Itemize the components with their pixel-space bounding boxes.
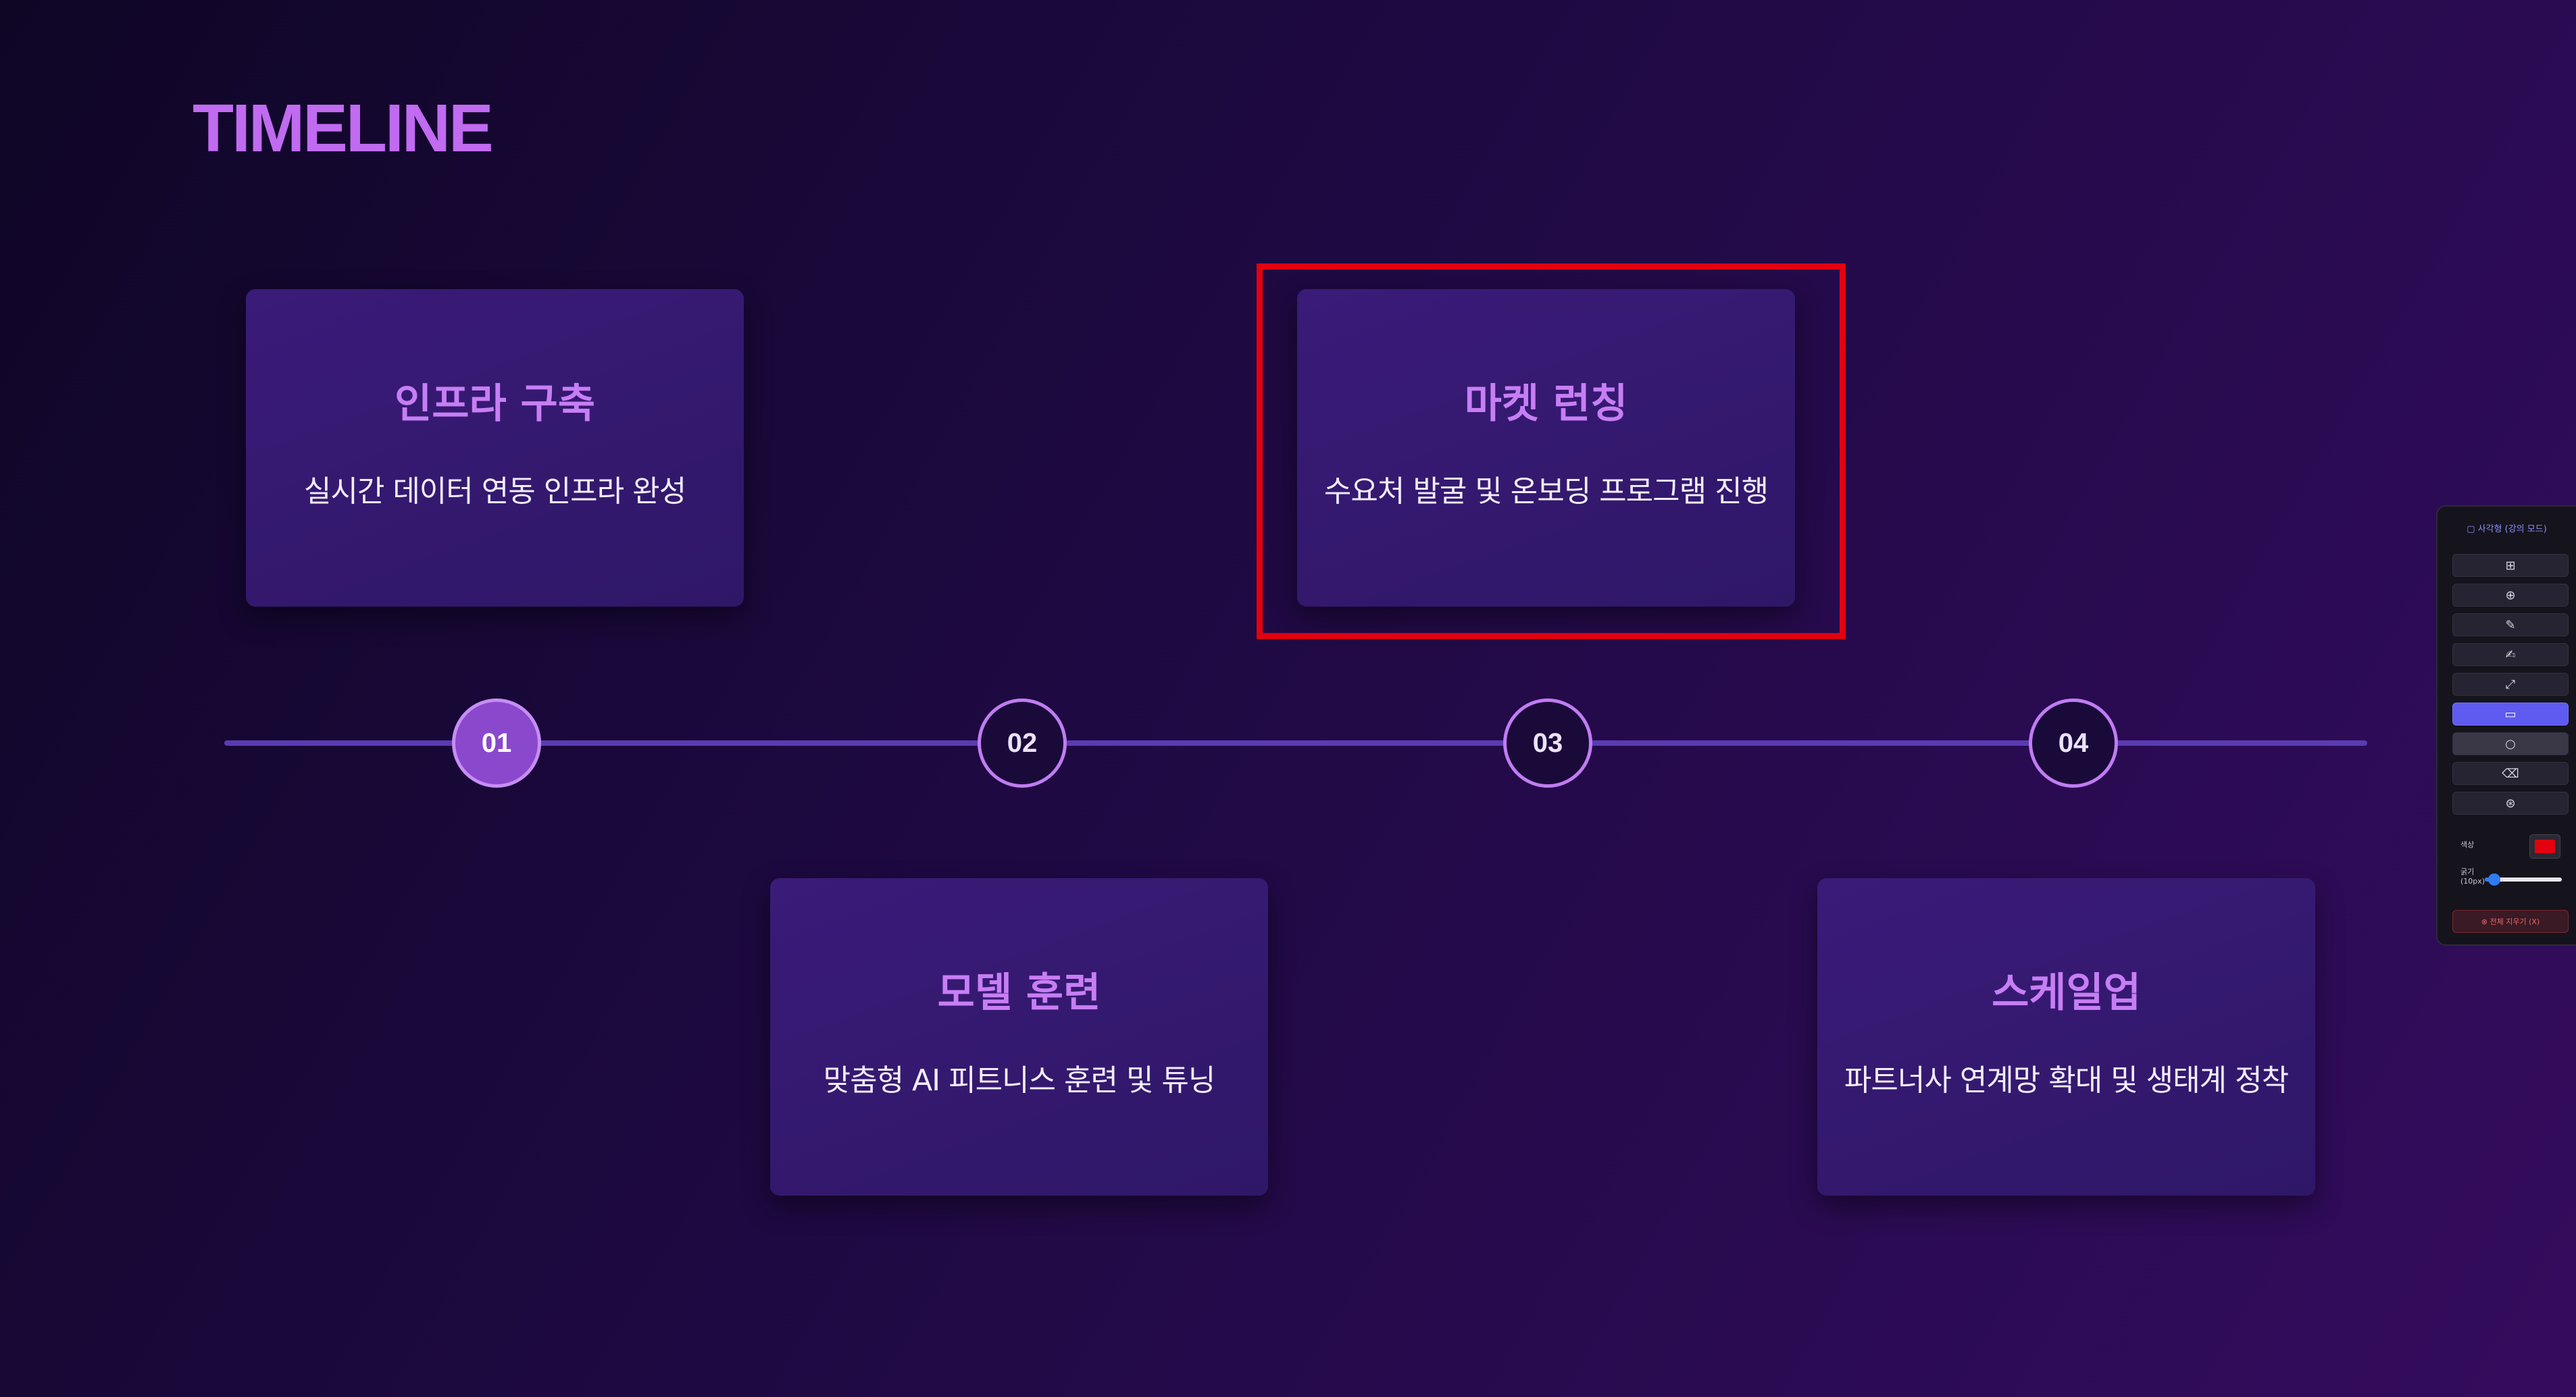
card-title: 모델 훈련	[937, 969, 1101, 1017]
stroke-width-slider[interactable]	[2485, 873, 2562, 886]
eraser-icon: ⌫	[2502, 766, 2519, 781]
circle-tool-button[interactable]: ○	[2452, 732, 2569, 755]
rectangle-icon: ▭	[2504, 707, 2517, 721]
timeline-step-3[interactable]: 03	[1503, 698, 1592, 788]
card-title: 마켓 런칭	[1464, 380, 1628, 428]
card-description: 파트너사 연계망 확대 및 생태계 정착	[1844, 1063, 2289, 1098]
highlighter-icon: ✍	[2505, 647, 2516, 662]
timeline-line	[224, 740, 2367, 746]
color-swatch	[2535, 840, 2555, 853]
card-description: 실시간 데이터 연동 인프라 완성	[303, 474, 686, 509]
pen-tool-button[interactable]: ✎	[2452, 613, 2569, 636]
circle-icon: ○	[2505, 736, 2516, 751]
panel-header: ▢ 사각형 (강의 모드)	[2467, 524, 2547, 534]
pen-icon: ✎	[2505, 617, 2516, 632]
slider-thumb[interactable]	[2487, 873, 2500, 886]
clear-all-button[interactable]: ⊗ 전체 지우기 (X)	[2452, 910, 2569, 933]
card-description: 수요처 발굴 및 온보딩 프로그램 진행	[1323, 474, 1769, 509]
page-title: TIMELINE	[193, 91, 494, 166]
pointer-tool-button[interactable]: ⊛	[2452, 792, 2569, 815]
slide-icon: ⊞	[2505, 558, 2516, 573]
timeline-card-3: 마켓 런칭 수요처 발굴 및 온보딩 프로그램 진행	[1297, 289, 1795, 607]
timeline-step-1[interactable]: 01	[452, 698, 541, 788]
timeline-step-4[interactable]: 04	[2029, 698, 2118, 788]
card-description: 맞춤형 AI 피트니스 훈련 및 튜닝	[823, 1063, 1216, 1098]
timeline-card-2: 모델 훈련 맞춤형 AI 피트니스 훈련 및 튜닝	[770, 878, 1268, 1196]
zoom-icon: ⊕	[2505, 588, 2516, 603]
arrow-icon: ⤢	[2505, 677, 2516, 692]
color-label: 색상	[2460, 840, 2475, 849]
slide-tool-button[interactable]: ⊞	[2452, 554, 2569, 577]
timeline-card-1: 인프라 구축 실시간 데이터 연동 인프라 완성	[246, 289, 744, 607]
annotation-tool-panel: ▢ 사각형 (강의 모드) ⊞ ⊕ ✎ ✍ ⤢ ▭ ○ ⌫ ⊛ 색상 굵기 (1…	[2436, 505, 2576, 946]
color-picker[interactable]	[2529, 834, 2560, 859]
width-value: (10px)	[2460, 877, 2485, 886]
drawn-rectangle-annotation[interactable]	[1257, 263, 1846, 639]
timeline-card-4: 스케일업 파트너사 연계망 확대 및 생태계 정착	[1817, 878, 2315, 1196]
width-label: 굵기	[2460, 867, 2475, 876]
zoom-tool-button[interactable]: ⊕	[2452, 584, 2569, 607]
highlighter-tool-button[interactable]: ✍	[2452, 643, 2569, 666]
pointer-icon: ⊛	[2505, 796, 2516, 811]
card-title: 인프라 구축	[395, 380, 595, 428]
card-title: 스케일업	[1992, 969, 2141, 1017]
eraser-tool-button[interactable]: ⌫	[2452, 762, 2569, 785]
rectangle-tool-button[interactable]: ▭	[2452, 703, 2569, 726]
arrow-tool-button[interactable]: ⤢	[2452, 673, 2569, 696]
timeline-step-2[interactable]: 02	[978, 698, 1067, 788]
